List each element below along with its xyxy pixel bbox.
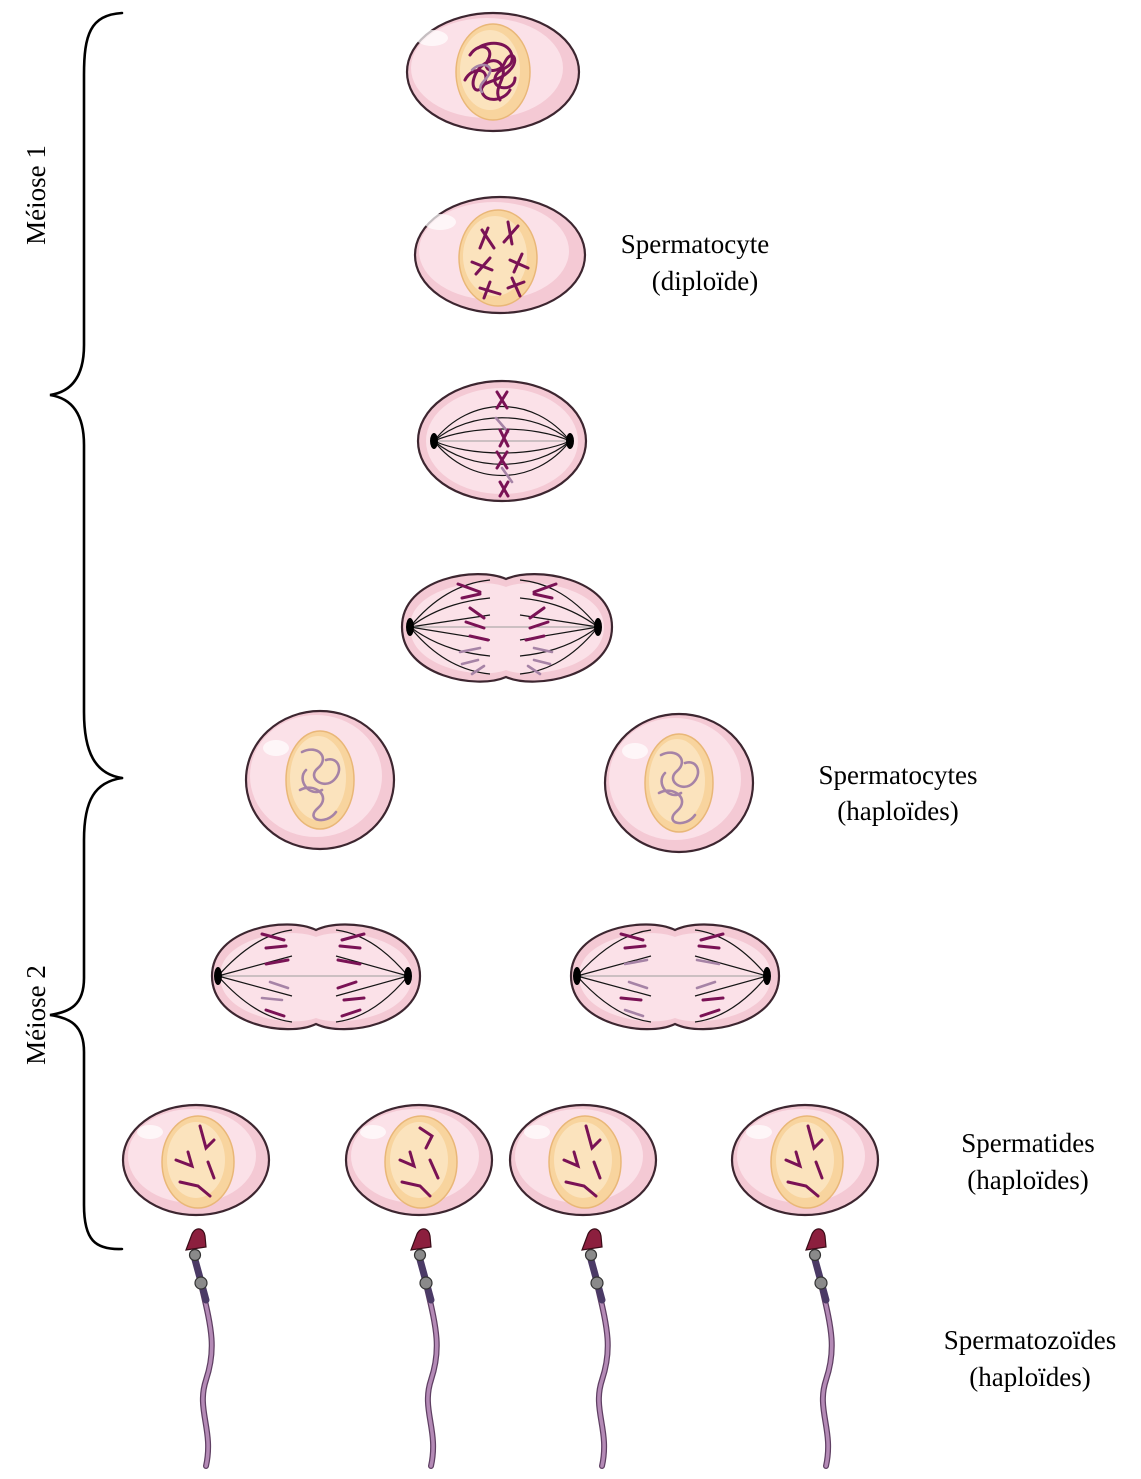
- spermatozoon-2: [411, 1229, 437, 1466]
- meiosis1-brace: [50, 13, 122, 778]
- spermatid-cell-4: [732, 1105, 878, 1215]
- meiosis1-label: Méiose 1: [21, 145, 51, 245]
- spermatocyte-label: Spermatocyte: [621, 229, 769, 259]
- spermatozoon-1: [186, 1229, 212, 1466]
- spermatocyte-haploid-cell-right: [605, 714, 753, 852]
- prophase-cell: [407, 13, 579, 131]
- spermatocyte-diploid-cell: [415, 197, 585, 313]
- metaphase-cell: [418, 381, 586, 501]
- spermatides-label: Spermatides: [961, 1128, 1094, 1158]
- spermatocytes-label: Spermatocytes: [819, 760, 978, 790]
- spermatocytes-ploidy: (haploïdes): [837, 796, 958, 826]
- spermatides-ploidy: (haploïdes): [967, 1165, 1088, 1195]
- spermatocyte-haploid-cell-left: [246, 711, 394, 849]
- meiosis2-brace: [50, 778, 122, 1249]
- meiosis2-dividing-cell-right: [571, 925, 779, 1030]
- spermatozoon-3: [582, 1229, 608, 1466]
- spermatozoides-label: Spermatozoïdes: [944, 1325, 1116, 1355]
- meiosis2-label: Méiose 2: [21, 965, 51, 1065]
- meiosis2-dividing-cell-left: [212, 925, 420, 1030]
- spermatozoides-ploidy: (haploïdes): [969, 1362, 1090, 1392]
- spermatid-cell-1: [123, 1105, 269, 1215]
- spermatid-cell-3: [510, 1105, 656, 1215]
- spermatocyte-ploidy: (diploïde): [652, 266, 758, 296]
- telophase1-cell: [402, 574, 612, 681]
- spermatozoon-4: [806, 1229, 832, 1466]
- spermatid-cell-2: [346, 1105, 492, 1215]
